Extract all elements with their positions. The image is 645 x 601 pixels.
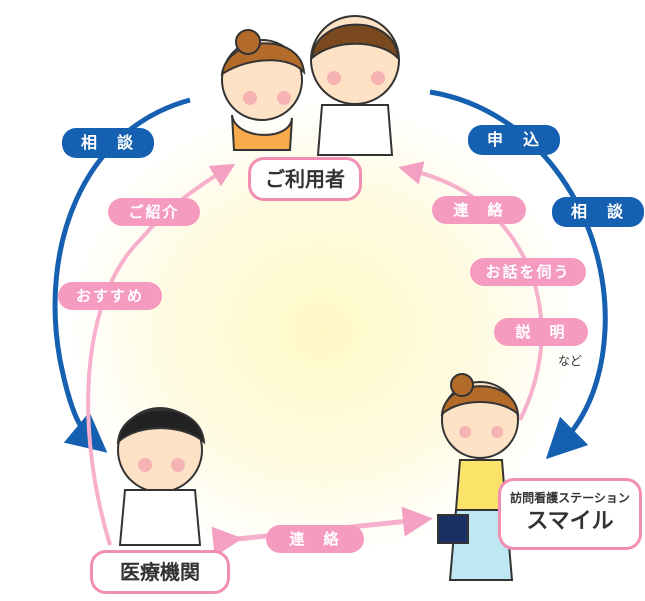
medical-institution-node: 医療機関 xyxy=(90,550,230,594)
user-node: ご利用者 xyxy=(248,157,362,201)
visiting-nurse-station-node: 訪問看護ステーション スマイル xyxy=(498,478,642,550)
label-consult-right: 相 談 xyxy=(552,197,644,227)
station-subtitle: 訪問看護ステーション xyxy=(510,491,630,505)
doctor-illustration xyxy=(116,407,206,546)
label-explain: 説 明 xyxy=(494,318,588,346)
label-etc: など xyxy=(558,354,583,368)
label-contact-top: 連 絡 xyxy=(432,196,526,224)
blue-arrow-right xyxy=(429,89,608,460)
label-contact-bottom: 連 絡 xyxy=(266,525,364,553)
station-name: スマイル xyxy=(526,509,614,534)
label-apply: 申 込 xyxy=(468,125,560,155)
label-consult-left: 相 談 xyxy=(62,128,154,158)
nurse-illustration xyxy=(437,373,520,581)
man-user-illustration xyxy=(310,15,400,156)
woman-user-illustration xyxy=(220,29,306,151)
pink-arrow-right xyxy=(398,161,544,421)
pink-arrow-left xyxy=(86,163,236,546)
label-introduce: ご紹介 xyxy=(108,198,200,226)
label-recommend: おすすめ xyxy=(58,282,162,310)
label-hear-story: お話を伺う xyxy=(470,258,586,286)
